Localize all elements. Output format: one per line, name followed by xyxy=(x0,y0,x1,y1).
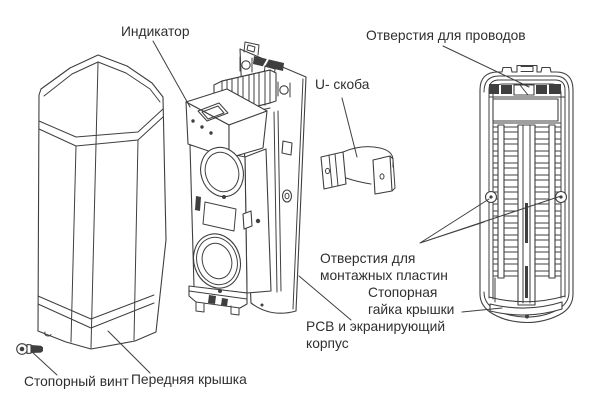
module-base xyxy=(188,285,248,309)
label-pcb-shield: PCB и экранирующий корпус xyxy=(306,319,446,351)
label-indicator: Индикатор xyxy=(121,24,190,39)
label-lock-screw: Стопорный винт xyxy=(24,374,129,389)
leader-indicator xyxy=(152,40,191,108)
back-housing-drawing xyxy=(479,64,574,324)
label-front-cover: Передняя крышка xyxy=(131,372,247,387)
leader-mounting-holes xyxy=(419,195,562,244)
lock-screw-drawing xyxy=(16,343,43,355)
indicator-head xyxy=(185,88,268,159)
leader-cover-nut xyxy=(461,307,503,313)
leader-lock-screw xyxy=(30,350,58,376)
leader-front-cover xyxy=(107,330,151,374)
leader-u-bracket xyxy=(341,97,358,158)
front-cover-drawing xyxy=(37,54,167,350)
display-window xyxy=(202,201,237,232)
cover-screw-notch xyxy=(44,331,52,337)
label-wire-holes: Отверстия для проводов xyxy=(366,28,526,43)
leader-wire-holes xyxy=(442,45,530,88)
upper-lens-ring xyxy=(200,146,244,199)
label-cover-lock-nut: Стопорная гайка крышки xyxy=(368,285,455,317)
cover-nut-slot xyxy=(489,301,563,316)
label-u-bracket: U- скоба xyxy=(315,77,370,92)
lower-lens-ring xyxy=(192,233,242,293)
side-clip xyxy=(195,196,201,211)
leader-pcb-shield xyxy=(298,275,352,321)
indicator-window xyxy=(197,102,229,122)
pcb-assembly-drawing xyxy=(185,41,307,316)
label-mounting-holes: Отверстия для монтажных пластин xyxy=(320,251,448,283)
u-bracket-drawing xyxy=(320,146,396,195)
terminal-recess xyxy=(492,98,559,122)
leader-lines xyxy=(30,40,562,376)
